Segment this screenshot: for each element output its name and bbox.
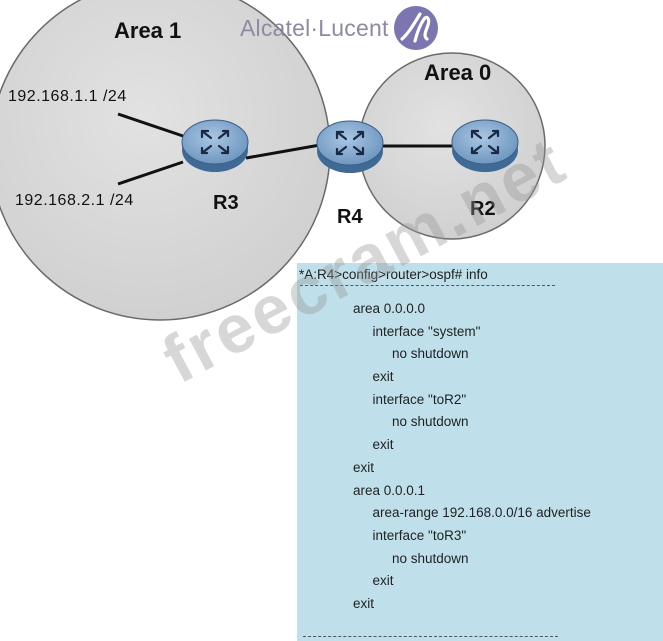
config-line: area 0.0.0.1 [353,482,426,498]
area0-label: Area 0 [424,60,492,85]
network-192-168-1-1-label: 192.168.1.1 /24 [8,88,127,105]
config-lines: area 0.0.0.0 interface "system" no shutdow… [297,298,663,616]
alcatel-lucent-logo-icon [393,6,438,50]
link-net2-r3 [117,160,184,186]
cli-prompt: *A:R4>config>router>ospf# info [299,267,488,282]
router-r3-label: R3 [213,192,239,214]
config-output-panel: *A:R4>config>router>ospf# info area 0.0.… [297,263,663,641]
config-line: interface "toR3" [372,527,467,543]
network-192-168-2-1-label: 192.168.2.1 /24 [15,192,134,209]
router-r4-label: R4 [337,206,363,228]
config-line: exit [353,595,375,611]
config-line: exit [372,437,394,453]
router-r2-label: R2 [470,198,496,220]
router-r3-icon [181,119,249,172]
area1-label: Area 1 [114,18,182,43]
config-line: exit [353,459,375,475]
separator-dashes-bottom [303,636,558,637]
link-r3-r4 [245,143,321,160]
config-line: area-range 192.168.0.0/16 advertise [372,505,591,521]
separator-dashes [300,285,555,286]
config-line: interface "system" [372,323,481,339]
brand-name: Alcatel·Lucent [240,14,389,41]
router-r4-icon [316,120,384,173]
config-line: exit [372,369,394,385]
link-net1-r3 [117,112,184,138]
config-line: area 0.0.0.0 [353,301,426,316]
config-line: no shutdown [392,346,469,362]
config-line: interface "toR2" [372,391,467,407]
config-line: exit [372,573,394,589]
config-line: no shutdown [392,414,469,430]
config-line: no shutdown [392,550,469,566]
router-r2-icon [451,119,519,172]
brand: Alcatel·Lucent [240,5,439,51]
